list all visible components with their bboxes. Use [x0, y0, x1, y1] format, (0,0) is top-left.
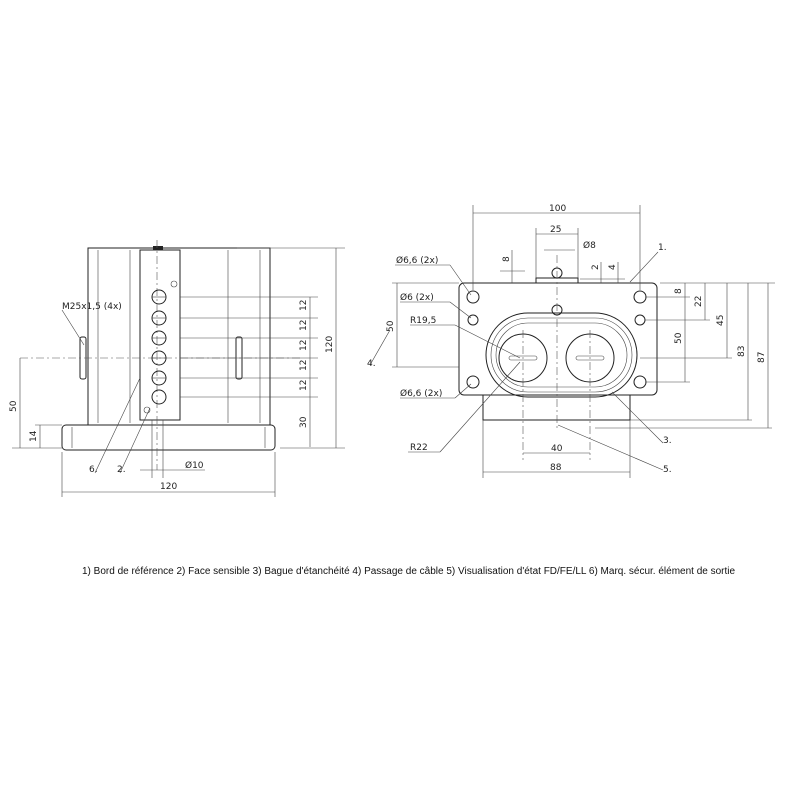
legend: 1) Bord de référence 2) Face sensible 3)… — [82, 566, 736, 577]
dim-30: 30 — [299, 416, 309, 428]
pitch-dim: 12 — [299, 320, 309, 331]
dim-50-right: 50 — [674, 332, 684, 344]
callout-6: 6. — [89, 465, 98, 475]
dim-height-120: 120 — [325, 336, 335, 353]
led-indicators — [143, 280, 178, 414]
callout-1: 1. — [658, 243, 667, 253]
dim-4: 4 — [608, 264, 618, 270]
dim-22: 22 — [694, 296, 704, 307]
dim-8-right: 8 — [674, 288, 684, 294]
radius-19-5: R19,5 — [410, 316, 436, 326]
pitch-dim: 12 — [299, 300, 309, 311]
dim-100: 100 — [549, 204, 566, 214]
callout-5: 5. — [663, 465, 672, 475]
side-view: M25x1,5 (4x) 12 12 12 12 12 30 120 50 14… — [9, 240, 345, 497]
dim-2: 2 — [591, 264, 601, 270]
thread-label: M25x1,5 (4x) — [62, 302, 122, 312]
dim-width-120: 120 — [160, 482, 177, 492]
dim-83: 83 — [737, 346, 747, 357]
dim-50: 50 — [9, 400, 19, 412]
mounting-holes — [466, 290, 647, 389]
dim-87: 87 — [757, 352, 767, 363]
hole-label-bottom: Ø6,6 (2x) — [400, 388, 442, 399]
radius-22: R22 — [410, 443, 428, 453]
dim-40: 40 — [551, 444, 563, 454]
dim-50-left: 50 — [386, 320, 396, 332]
callout-3: 3. — [663, 436, 672, 446]
dim-14: 14 — [29, 430, 39, 442]
lower-body — [482, 394, 631, 421]
hole-label-6: Ø6 (2x) — [400, 292, 434, 303]
housing-body — [87, 247, 271, 426]
hole-label-top: Ø6,6 (2x) — [396, 255, 438, 266]
callout-4: 4. — [367, 359, 376, 369]
pitch-dim: 12 — [299, 380, 309, 391]
dim-25: 25 — [550, 225, 561, 235]
base-plate — [61, 424, 276, 451]
front-view: 100 25 Ø8 8 2 4 1. Ø6,6 (2x) Ø6 (2x) R19… — [367, 204, 775, 478]
dim-45: 45 — [716, 315, 726, 326]
dim-diameter-10: Ø10 — [185, 460, 204, 471]
dim-88: 88 — [550, 463, 562, 473]
sensor-strip — [139, 249, 181, 421]
dim-diameter-8: Ø8 — [583, 240, 596, 251]
seal-ring-outer — [485, 312, 638, 398]
pitch-dim: 12 — [299, 340, 309, 351]
pitch-dim: 12 — [299, 360, 309, 371]
callout-2: 2. — [117, 465, 126, 475]
dim-8-top: 8 — [502, 256, 512, 262]
